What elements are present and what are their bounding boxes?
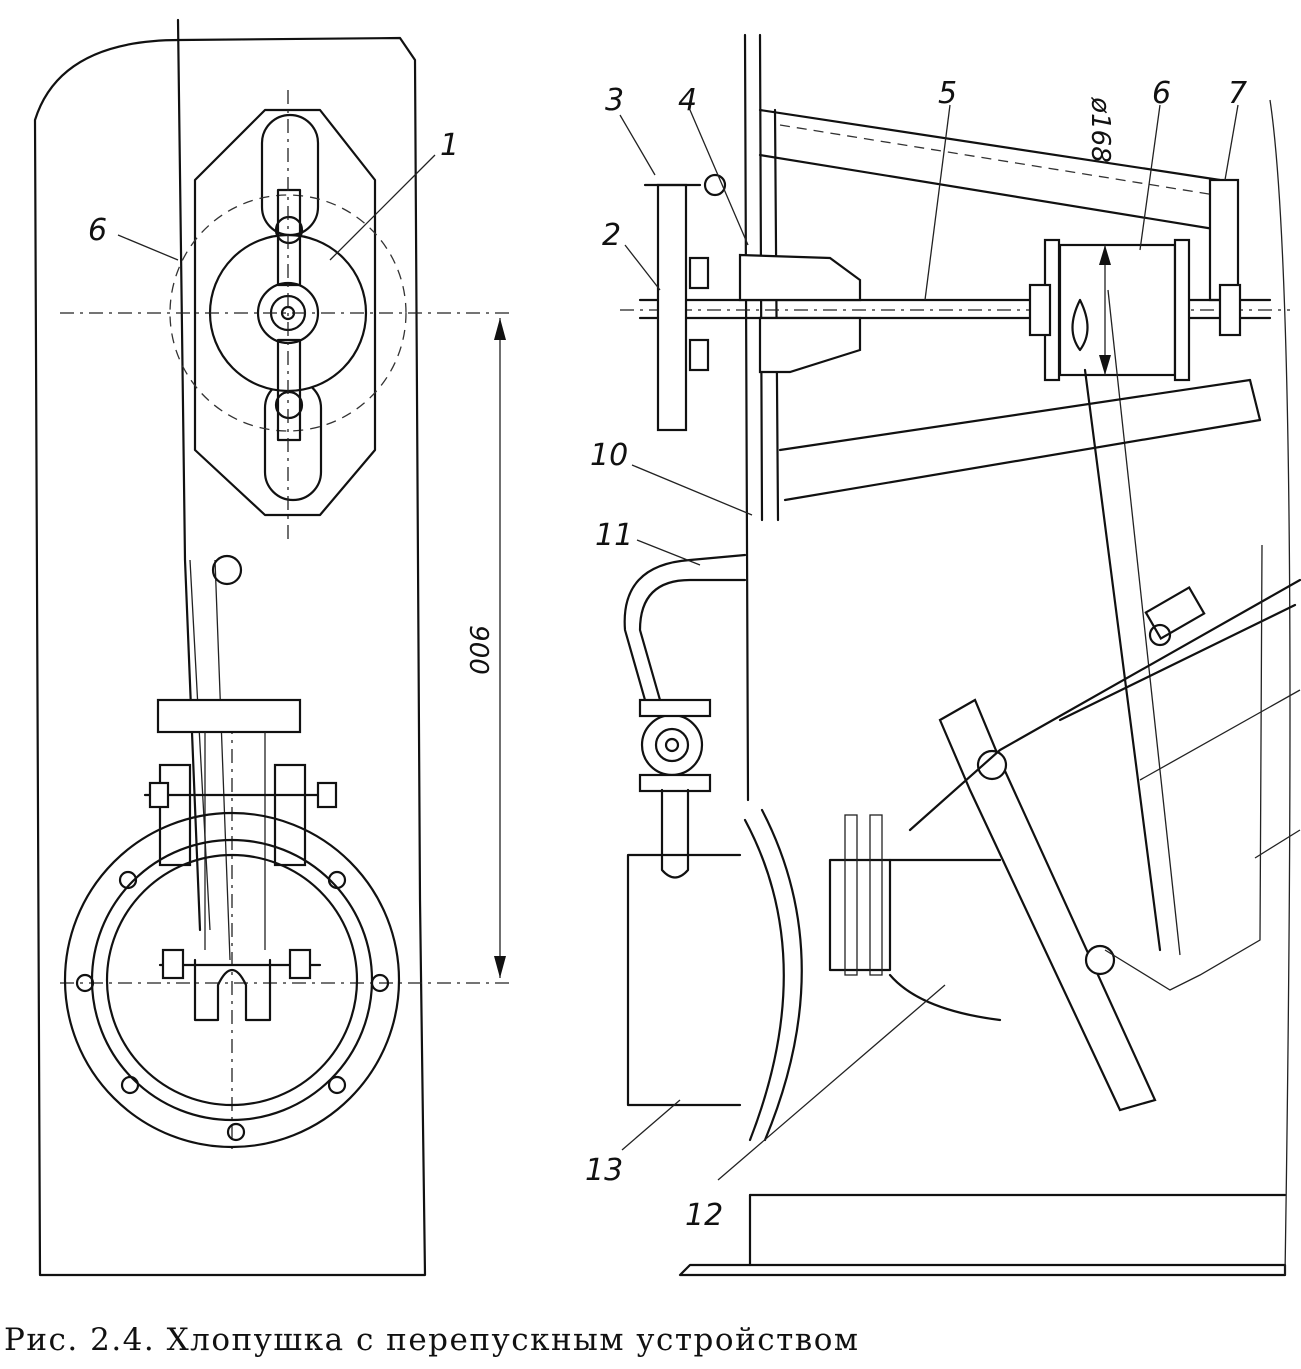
cable-left [189, 559, 231, 961]
pin-upper [274, 215, 304, 245]
dimension-900: 900 [463, 625, 493, 675]
bypass-pipe [623, 553, 747, 702]
flap-curve [743, 808, 803, 1142]
label-3: 3 [605, 83, 624, 118]
left-wall-outline [33, 36, 427, 1277]
hex-plate [193, 108, 377, 517]
label-2: 2 [602, 218, 621, 253]
bearing-housing [1058, 243, 1177, 377]
seal-block [738, 253, 862, 302]
pipe-13 [626, 853, 742, 1107]
label-6-left: 6 [88, 213, 107, 248]
bracket-right [273, 763, 307, 867]
label-10: 10 [590, 438, 628, 473]
left-view: 900 1 6 [33, 18, 510, 1277]
right-frame-outline [678, 1263, 1287, 1277]
label-7: 7 [1228, 76, 1247, 111]
lever-slotted [656, 183, 688, 432]
crossbar [156, 698, 302, 734]
pin-lower [274, 390, 304, 420]
vertical-wall [743, 33, 780, 802]
label-13: 13 [585, 1153, 623, 1188]
link-lower [276, 338, 302, 442]
lower-clamp [193, 958, 272, 1022]
valve-seat [828, 858, 892, 972]
label-4: 4 [678, 83, 697, 118]
figure-caption: Рис. 2.4. Хлопушка с перепускным устройс… [4, 1322, 860, 1358]
cable-hook [1071, 298, 1162, 952]
flange-outer [63, 811, 401, 1149]
label-1: 1 [440, 128, 459, 163]
lower-beam [778, 378, 1262, 502]
diameter-168: ø168 [1085, 96, 1115, 163]
flange-bolt-holes [75, 870, 390, 1142]
right-view: ø168 3 4 5 6 7 [585, 33, 1301, 1277]
flap-lever [938, 698, 1157, 1112]
bypass-valve [640, 713, 704, 777]
vertical-rod [176, 18, 202, 932]
label-5: 5 [938, 76, 957, 111]
label-12: 12 [685, 1198, 723, 1233]
technical-drawing: 900 1 6 [33, 18, 1301, 1277]
label-11: 11 [595, 518, 633, 553]
pulley-outer-dashed [169, 194, 407, 432]
label-6-right: 6 [1152, 76, 1171, 111]
roller [211, 554, 243, 586]
upper-tube [758, 108, 1222, 232]
flange-inner [105, 853, 359, 1107]
bracket-left [158, 763, 192, 867]
